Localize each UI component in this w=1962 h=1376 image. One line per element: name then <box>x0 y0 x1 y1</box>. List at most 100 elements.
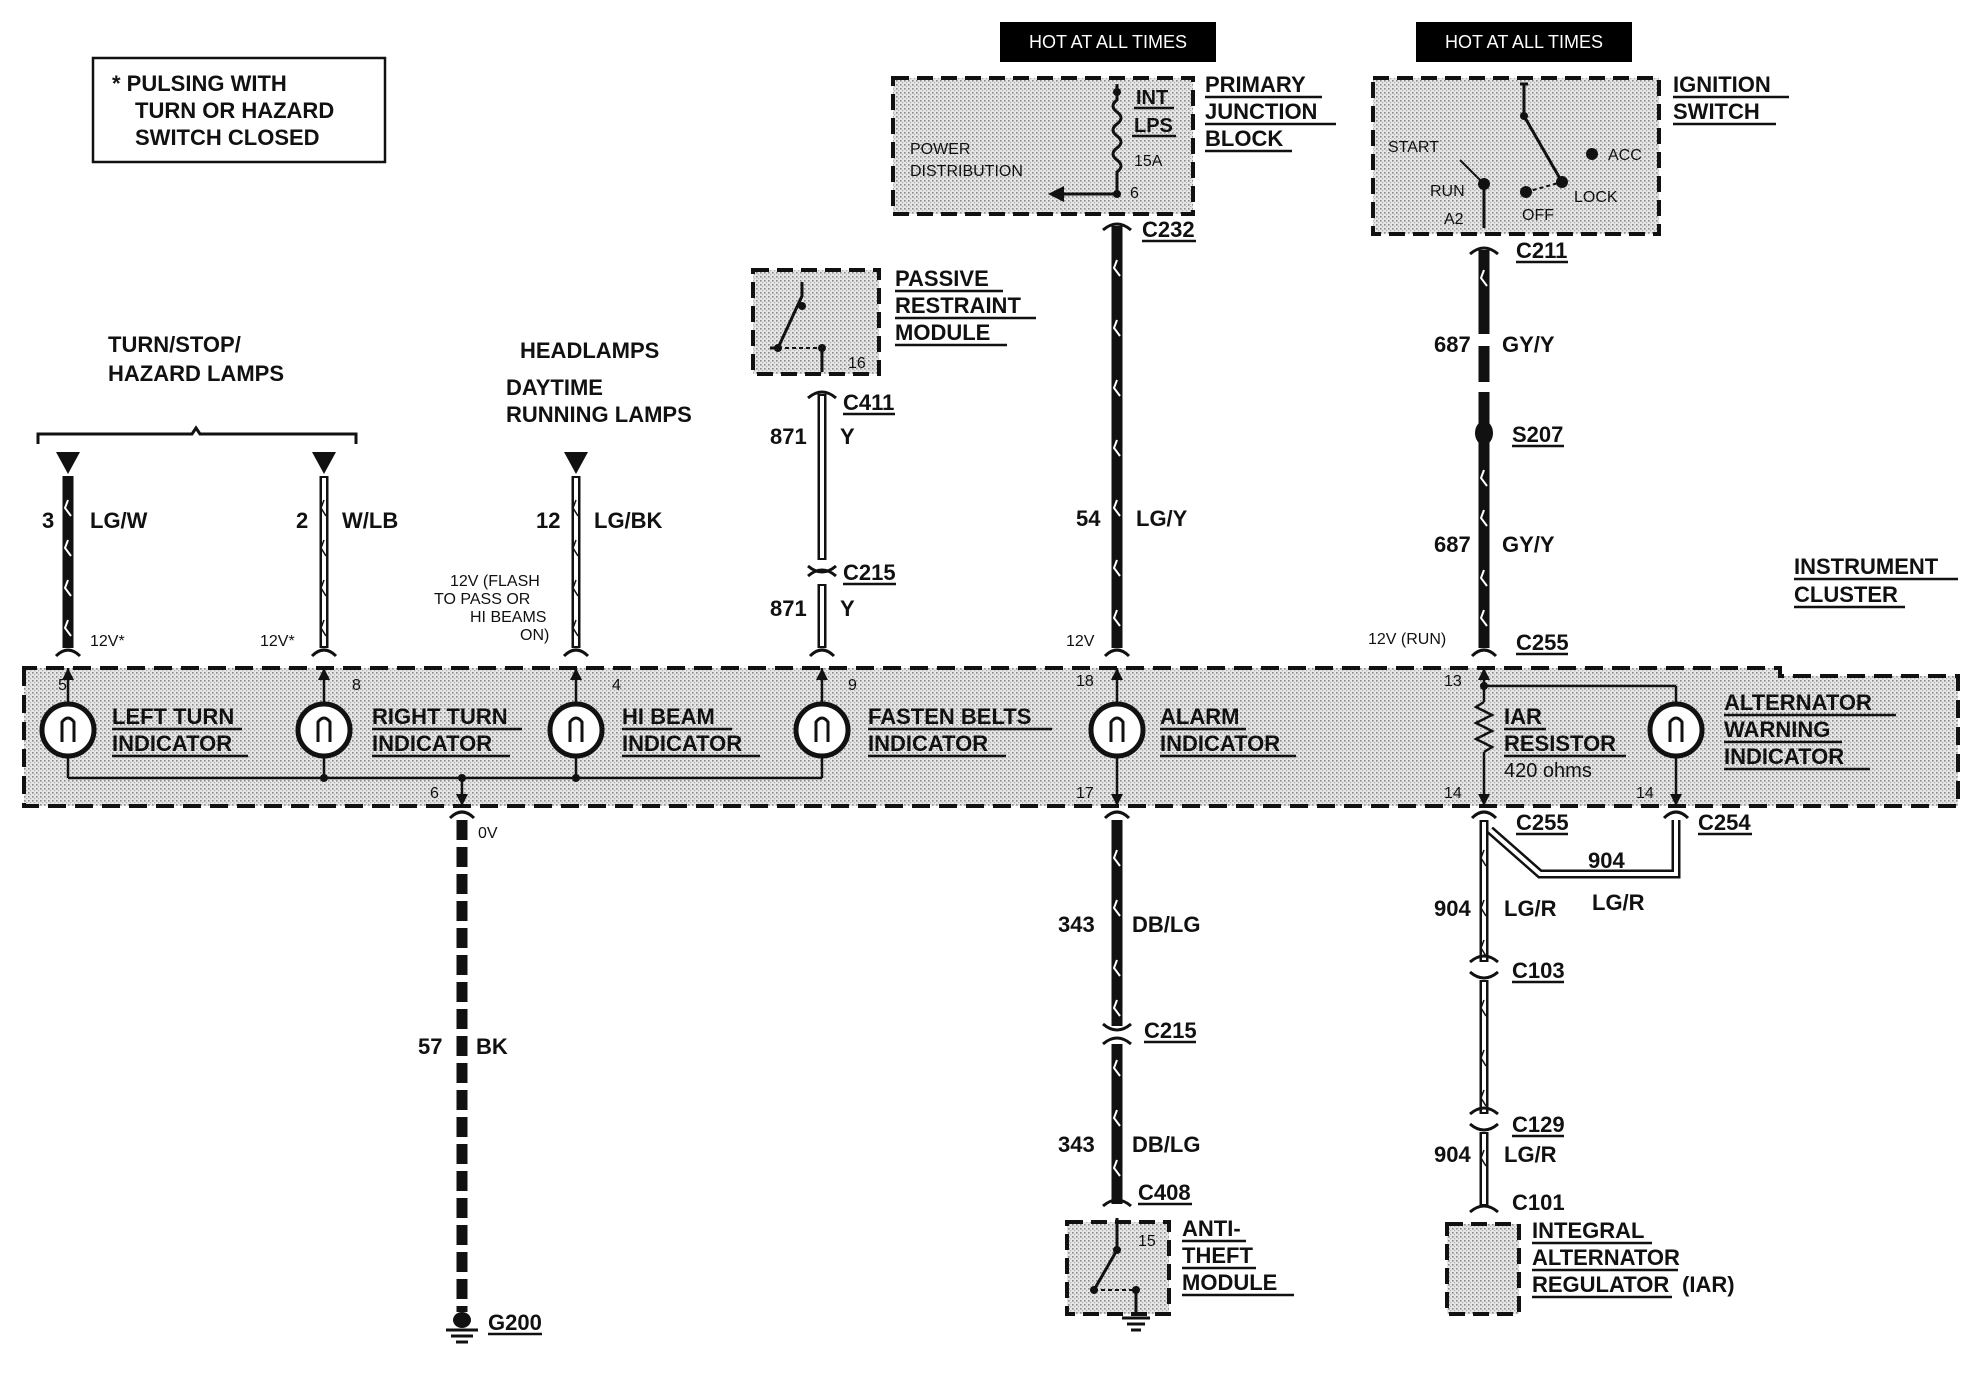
wire-904-number: 904 <box>1434 896 1471 921</box>
cluster-title-2: CLUSTER <box>1794 582 1898 607</box>
prm-title-3: MODULE <box>895 320 990 345</box>
hot-header-left: HOT AT ALL TIMES <box>1000 22 1216 62</box>
junction-title-3: BLOCK <box>1205 126 1283 151</box>
alarm-pin-bottom: 17 <box>1076 785 1094 802</box>
right-turn-label-2: INDICATOR <box>372 731 492 756</box>
note-line-2: TURN OR HAZARD <box>135 98 334 123</box>
turn-lamps-label-2: HAZARD LAMPS <box>108 361 284 386</box>
power-distribution-2: DISTRIBUTION <box>910 163 1023 180</box>
wire-3-number: 3 <box>42 508 54 533</box>
ign-start: START <box>1388 139 1439 156</box>
wire-54-number: 54 <box>1076 506 1101 531</box>
arrow-left-icon <box>1048 186 1064 202</box>
bulb-icon <box>295 701 353 759</box>
c232-label: C232 <box>1142 217 1195 242</box>
wire-871-color-2: Y <box>840 596 855 621</box>
primary-junction-block: INT LPS 15A 6 POWER DISTRIBUTION PRIMARY… <box>891 72 1336 216</box>
wire-2-number: 2 <box>296 508 308 533</box>
ign-off: OFF <box>1522 207 1554 224</box>
fasten-belts-pin: 9 <box>848 677 857 694</box>
wire-871-number-2: 871 <box>770 596 807 621</box>
passive-restraint-module: 16 PASSIVE RESTRAINT MODULE <box>751 266 1036 376</box>
wire-343-number-2: 343 <box>1058 1132 1095 1157</box>
voltage-flash-1: 12V (FLASH <box>450 573 540 590</box>
note-line-3: SWITCH CLOSED <box>135 125 320 150</box>
ign-acc: ACC <box>1608 147 1642 164</box>
alarm-indicator: 18 17 ALARM INDICATOR <box>1076 668 1296 806</box>
bulb-icon <box>793 701 851 759</box>
left-turn-pin: 5 <box>58 677 67 694</box>
ignition-title-1: IGNITION <box>1673 72 1771 97</box>
wire-12-color: LG/BK <box>594 508 663 533</box>
voltage-alarm: 12V <box>1066 633 1095 650</box>
c101-label: C101 <box>1512 1190 1565 1215</box>
right-turn-label-1: RIGHT TURN <box>372 704 508 729</box>
integral-alternator-regulator: INTEGRAL ALTERNATOR REGULATOR (IAR) <box>1445 1218 1735 1316</box>
ignition-title-2: SWITCH <box>1673 99 1760 124</box>
voltage-flash-3: HI BEAMS <box>470 609 546 626</box>
connector-icon <box>807 564 837 574</box>
note-line-1: * PULSING WITH <box>112 71 287 96</box>
resistor-icon <box>1473 700 1495 754</box>
c129-label: C129 <box>1512 1112 1565 1137</box>
g200-label: G200 <box>488 1310 542 1335</box>
iar-label-3: 420 ohms <box>1504 760 1592 782</box>
drl-label-2: RUNNING LAMPS <box>506 402 692 427</box>
left-turn-label-2: INDICATOR <box>112 731 232 756</box>
iar-module-title-1: INTEGRAL <box>1532 1218 1644 1243</box>
c215-label-upper: C215 <box>843 560 896 585</box>
cluster-title-1: INSTRUMENT <box>1794 554 1939 579</box>
hi-beam-indicator: 4 HI BEAM INDICATOR <box>547 668 760 778</box>
voltage-right-turn: 12V* <box>260 633 295 650</box>
iar-label-2: RESISTOR <box>1504 731 1616 756</box>
wire-2-color: W/LB <box>342 508 398 533</box>
alternator-warning-indicator: 14 ALTERNATOR WARNING INDICATOR <box>1636 690 1896 806</box>
wire-12-number: 12 <box>536 508 560 533</box>
wire-904-number-2: 904 <box>1434 1142 1471 1167</box>
prm-title-1: PASSIVE <box>895 266 989 291</box>
wire-687-color: GY/Y <box>1502 332 1555 357</box>
hot-header-right-text: HOT AT ALL TIMES <box>1445 32 1603 52</box>
junction-pin: 6 <box>1130 185 1139 202</box>
turn-lamps-label-1: TURN/STOP/ <box>108 332 241 357</box>
ignition-switch-blade <box>1522 115 1564 183</box>
wire-343-number: 343 <box>1058 912 1095 937</box>
pulsing-note: * PULSING WITH TURN OR HAZARD SWITCH CLO… <box>91 56 387 164</box>
left-turn-indicator: 5 LEFT TURN INDICATOR <box>39 668 248 778</box>
ground-pin: 6 <box>430 785 439 802</box>
voltage-flash-2: TO PASS OR <box>434 591 530 608</box>
junction-amp: 15A <box>1134 153 1163 170</box>
junction-lps: LPS <box>1134 115 1173 137</box>
prm-pin: 16 <box>848 355 866 372</box>
voltage-run: 12V (RUN) <box>1368 631 1446 648</box>
atm-title-2: THEFT <box>1182 1243 1253 1268</box>
iar-module-title-3b: (IAR) <box>1682 1272 1735 1297</box>
wire-54-color: LG/Y <box>1136 506 1188 531</box>
ignition-switch: START RUN ACC LOCK OFF A2 IGNITION SWITC… <box>1371 72 1789 236</box>
voltage-left-turn: 12V* <box>90 633 125 650</box>
voltage-ground: 0V <box>478 825 498 842</box>
turn-lamps-bracket <box>36 425 358 444</box>
ground-icon <box>1122 1316 1150 1332</box>
alternator-pin: 14 <box>1636 785 1654 802</box>
c211-label: C211 <box>1516 238 1567 263</box>
wire-871-number: 871 <box>770 424 807 449</box>
wire-904-color: LG/R <box>1504 896 1557 921</box>
wire-57-number: 57 <box>418 1034 442 1059</box>
ign-lock: LOCK <box>1574 189 1618 206</box>
wire-3-color: LG/W <box>90 508 148 533</box>
c215-label-lower: C215 <box>1144 1018 1197 1043</box>
atm-pin: 15 <box>1138 1233 1156 1250</box>
c103-label: C103 <box>1512 958 1565 983</box>
iar-resistor: 13 14 IAR RESISTOR 420 ohms <box>1444 668 1626 806</box>
left-turn-label-1: LEFT TURN <box>112 704 234 729</box>
splice-icon <box>1475 421 1493 445</box>
junction-int: INT <box>1136 87 1168 109</box>
alarm-label-2: INDICATOR <box>1160 731 1280 756</box>
hi-beam-label-1: HI BEAM <box>622 704 715 729</box>
wire-904-number-branch: 904 <box>1588 848 1625 873</box>
connector-icon <box>807 390 837 400</box>
wire-871-color: Y <box>840 424 855 449</box>
c255-label-bottom: C255 <box>1516 810 1569 835</box>
